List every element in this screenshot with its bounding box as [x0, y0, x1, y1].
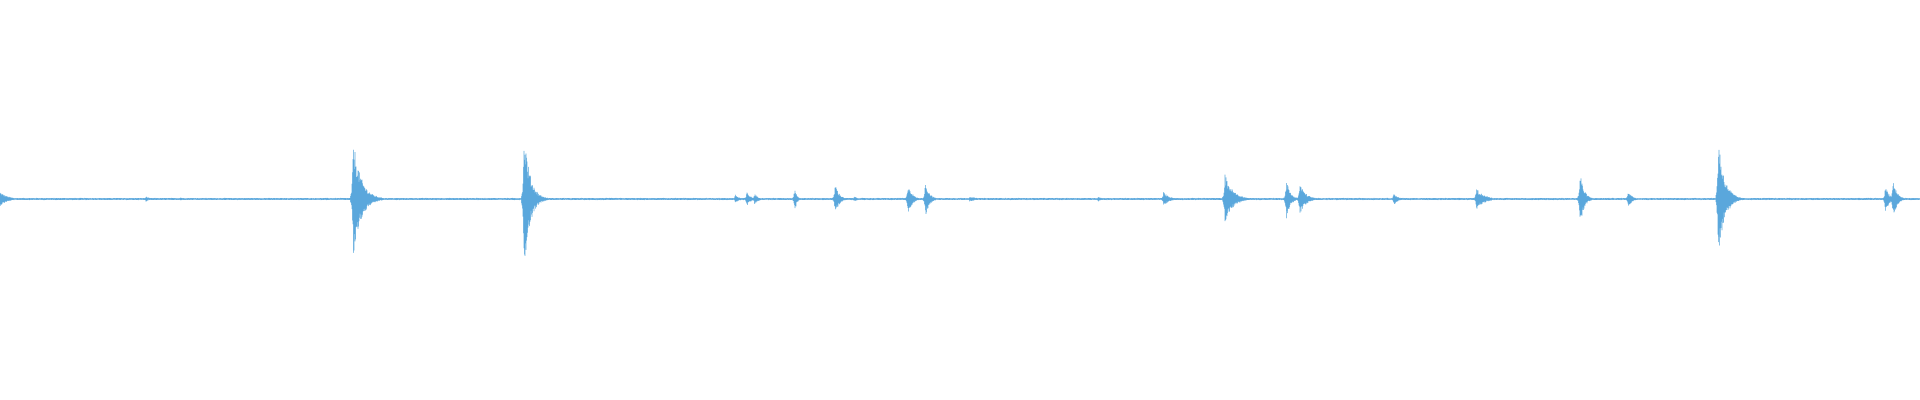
- waveform-trace: [0, 149, 1920, 256]
